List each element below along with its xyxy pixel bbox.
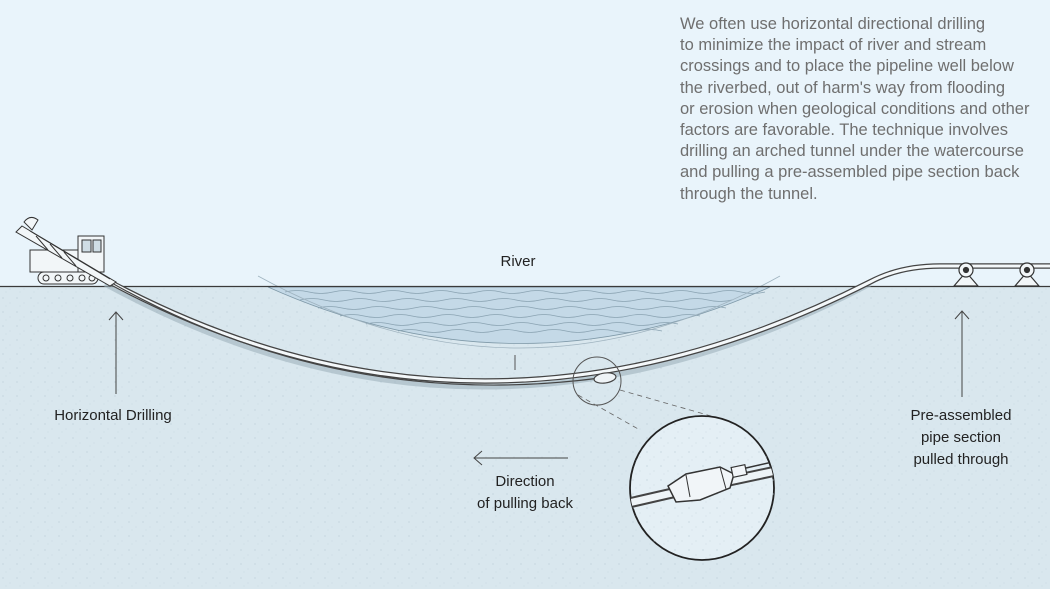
- direction-label-line1: Direction: [495, 473, 555, 490]
- description-line: and pulling a pre-assembled pipe section…: [680, 163, 1020, 182]
- description-line: crossings and to place the pipeline well…: [680, 57, 1014, 76]
- description-line: factors are favorable. The technique inv…: [680, 121, 1009, 140]
- arrow-up-icon: [108, 311, 124, 394]
- pipe-roller-icon: [1013, 262, 1041, 287]
- magnifier-small: [572, 356, 622, 406]
- preassembled-label-line1: Pre-assembled: [910, 407, 1012, 424]
- description-line: or erosion when geological conditions an…: [680, 99, 1030, 118]
- river-label: River: [500, 253, 536, 270]
- horizontal-drilling-label: Horizontal Drilling: [54, 407, 172, 424]
- arrow-up-icon: [954, 310, 970, 397]
- direction-label-line2: of pulling back: [477, 495, 573, 512]
- drilling-rig-icon: [15, 216, 117, 287]
- riverbed-line: [257, 275, 781, 349]
- preassembled-label: Pre-assembled pipe section pulled throug…: [896, 405, 1026, 471]
- description-text: We often use horizontal directional dril…: [680, 14, 1042, 205]
- river-water: [267, 286, 771, 344]
- pipe-roller-icon: [952, 262, 980, 287]
- tunnel-shadow: [103, 281, 872, 390]
- description-line: the riverbed, out of harm's way from flo…: [680, 78, 1006, 97]
- preassembled-label-line2: pipe section: [920, 429, 1002, 446]
- description-line: We often use horizontal directional dril…: [680, 15, 986, 33]
- arrow-left-icon: [473, 450, 568, 466]
- preassembled-label-line3: pulled through: [913, 451, 1009, 468]
- magnifier-detail: [629, 415, 775, 561]
- drill-string: [109, 281, 601, 386]
- reamer-icon: [593, 372, 617, 384]
- description-line: through the tunnel.: [680, 184, 818, 203]
- direction-label: Direction of pulling back: [460, 471, 590, 515]
- description-line: drilling an arched tunnel under the wate…: [680, 142, 1024, 161]
- river-waves: [284, 290, 766, 333]
- description-line: to minimize the impact of river and stre…: [680, 36, 987, 55]
